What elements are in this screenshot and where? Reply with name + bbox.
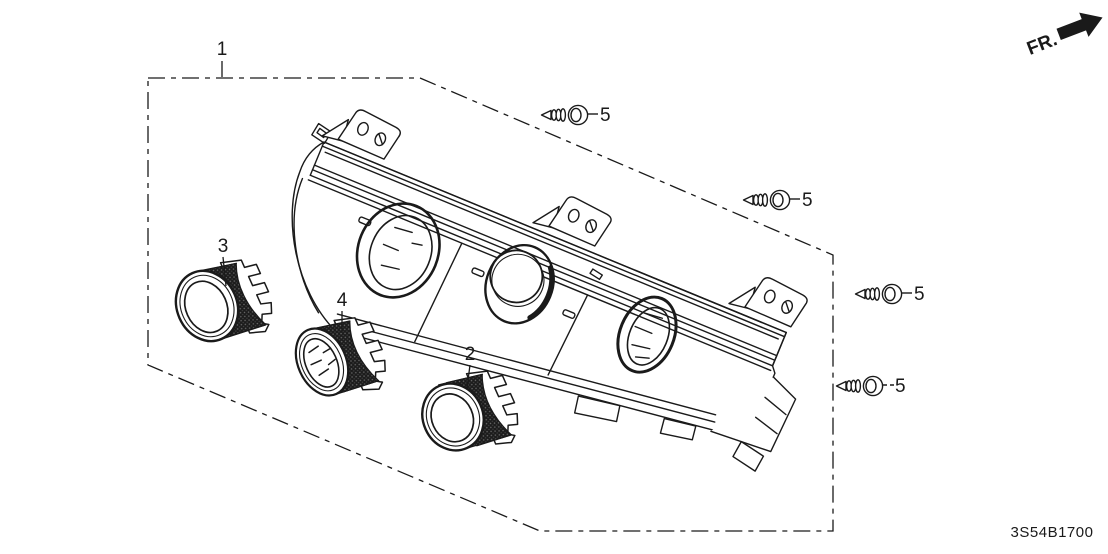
callout-part4: 4 (337, 290, 348, 311)
connector-housing (710, 376, 797, 472)
assembly-boundary-dashed (147, 77, 834, 532)
heater-control-assembly (291, 109, 808, 472)
knob-opening-center (484, 243, 555, 325)
callout-part2: 2 (465, 344, 476, 365)
fr-arrow-icon (1056, 12, 1103, 40)
knob-opening-left (355, 202, 441, 299)
knob-part-2 (421, 370, 519, 452)
callout-screw-2: 5 (802, 190, 813, 211)
callout-screw-1: 5 (600, 105, 611, 126)
panel-body (291, 141, 787, 431)
leader-line-part2 (466, 364, 471, 389)
mounting-tab-right (728, 277, 808, 328)
fr-label: FR. (1024, 29, 1060, 60)
knob-part-4 (294, 317, 386, 397)
leader-line-part3 (222, 256, 227, 287)
diagram-code: 3S54B1700 (1011, 524, 1094, 541)
callout-part1: 1 (217, 39, 228, 60)
knob-part-3 (174, 259, 273, 343)
callout-screw-3: 5 (914, 284, 925, 305)
mounting-tab-left (321, 109, 401, 160)
callout-screw-4: 5 (895, 376, 906, 397)
fr-direction-marker: FR. (1024, 12, 1103, 60)
screw-2 (742, 189, 800, 211)
screw-3 (854, 283, 912, 305)
screw-4 (835, 375, 894, 397)
screw-1 (540, 104, 598, 126)
callout-part3: 3 (218, 236, 229, 257)
knob-opening-right (616, 295, 678, 374)
mounting-tab-center (532, 196, 612, 247)
